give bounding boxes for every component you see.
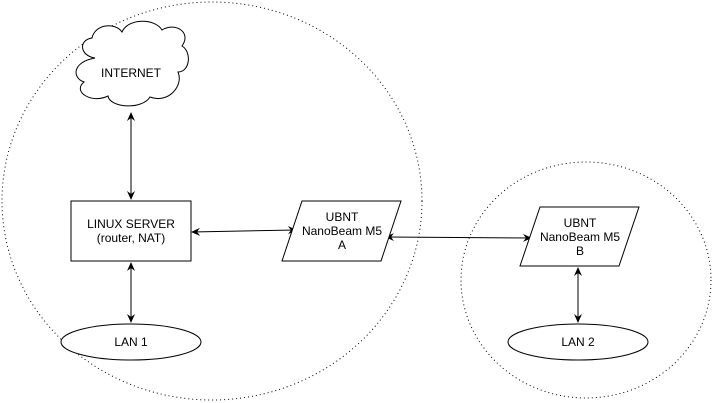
nanobeam-b-line3: B xyxy=(575,244,584,258)
internet-cloud[interactable] xyxy=(75,20,189,107)
linux-server-line1: LINUX SERVER xyxy=(87,217,175,231)
nanobeam-a-line1: UBNT xyxy=(325,210,359,224)
nanobeam-b-line2: NanoBeam M5 xyxy=(539,230,621,244)
site-b-boundary xyxy=(460,161,712,399)
lan1-ellipse[interactable] xyxy=(60,323,202,361)
edge-linux-nanobeam-a xyxy=(191,226,297,236)
lan2-ellipse[interactable] xyxy=(507,323,649,361)
edge-nanobeam-a-b xyxy=(385,233,532,242)
lan2-label: LAN 2 xyxy=(561,335,595,349)
nanobeam-b-line1: UBNT xyxy=(563,216,597,230)
nanobeam-a-line3: A xyxy=(337,238,346,252)
lan1-label: LAN 1 xyxy=(114,335,148,349)
site-a-boundary xyxy=(1,1,423,401)
linux-server-label: LINUX SERVER (router, NAT) xyxy=(71,217,191,245)
nanobeam-b-label: UBNT NanoBeam M5 B xyxy=(530,216,630,258)
nanobeam-a-shape[interactable] xyxy=(281,200,402,262)
nanobeam-b-shape[interactable] xyxy=(519,206,640,267)
linux-server-box[interactable] xyxy=(70,200,192,262)
linux-server-line2: (router, NAT) xyxy=(96,231,166,245)
nanobeam-a-label: UBNT NanoBeam M5 A xyxy=(292,210,392,252)
internet-label: INTERNET xyxy=(101,66,161,80)
nanobeam-a-line2: NanoBeam M5 xyxy=(301,224,383,238)
